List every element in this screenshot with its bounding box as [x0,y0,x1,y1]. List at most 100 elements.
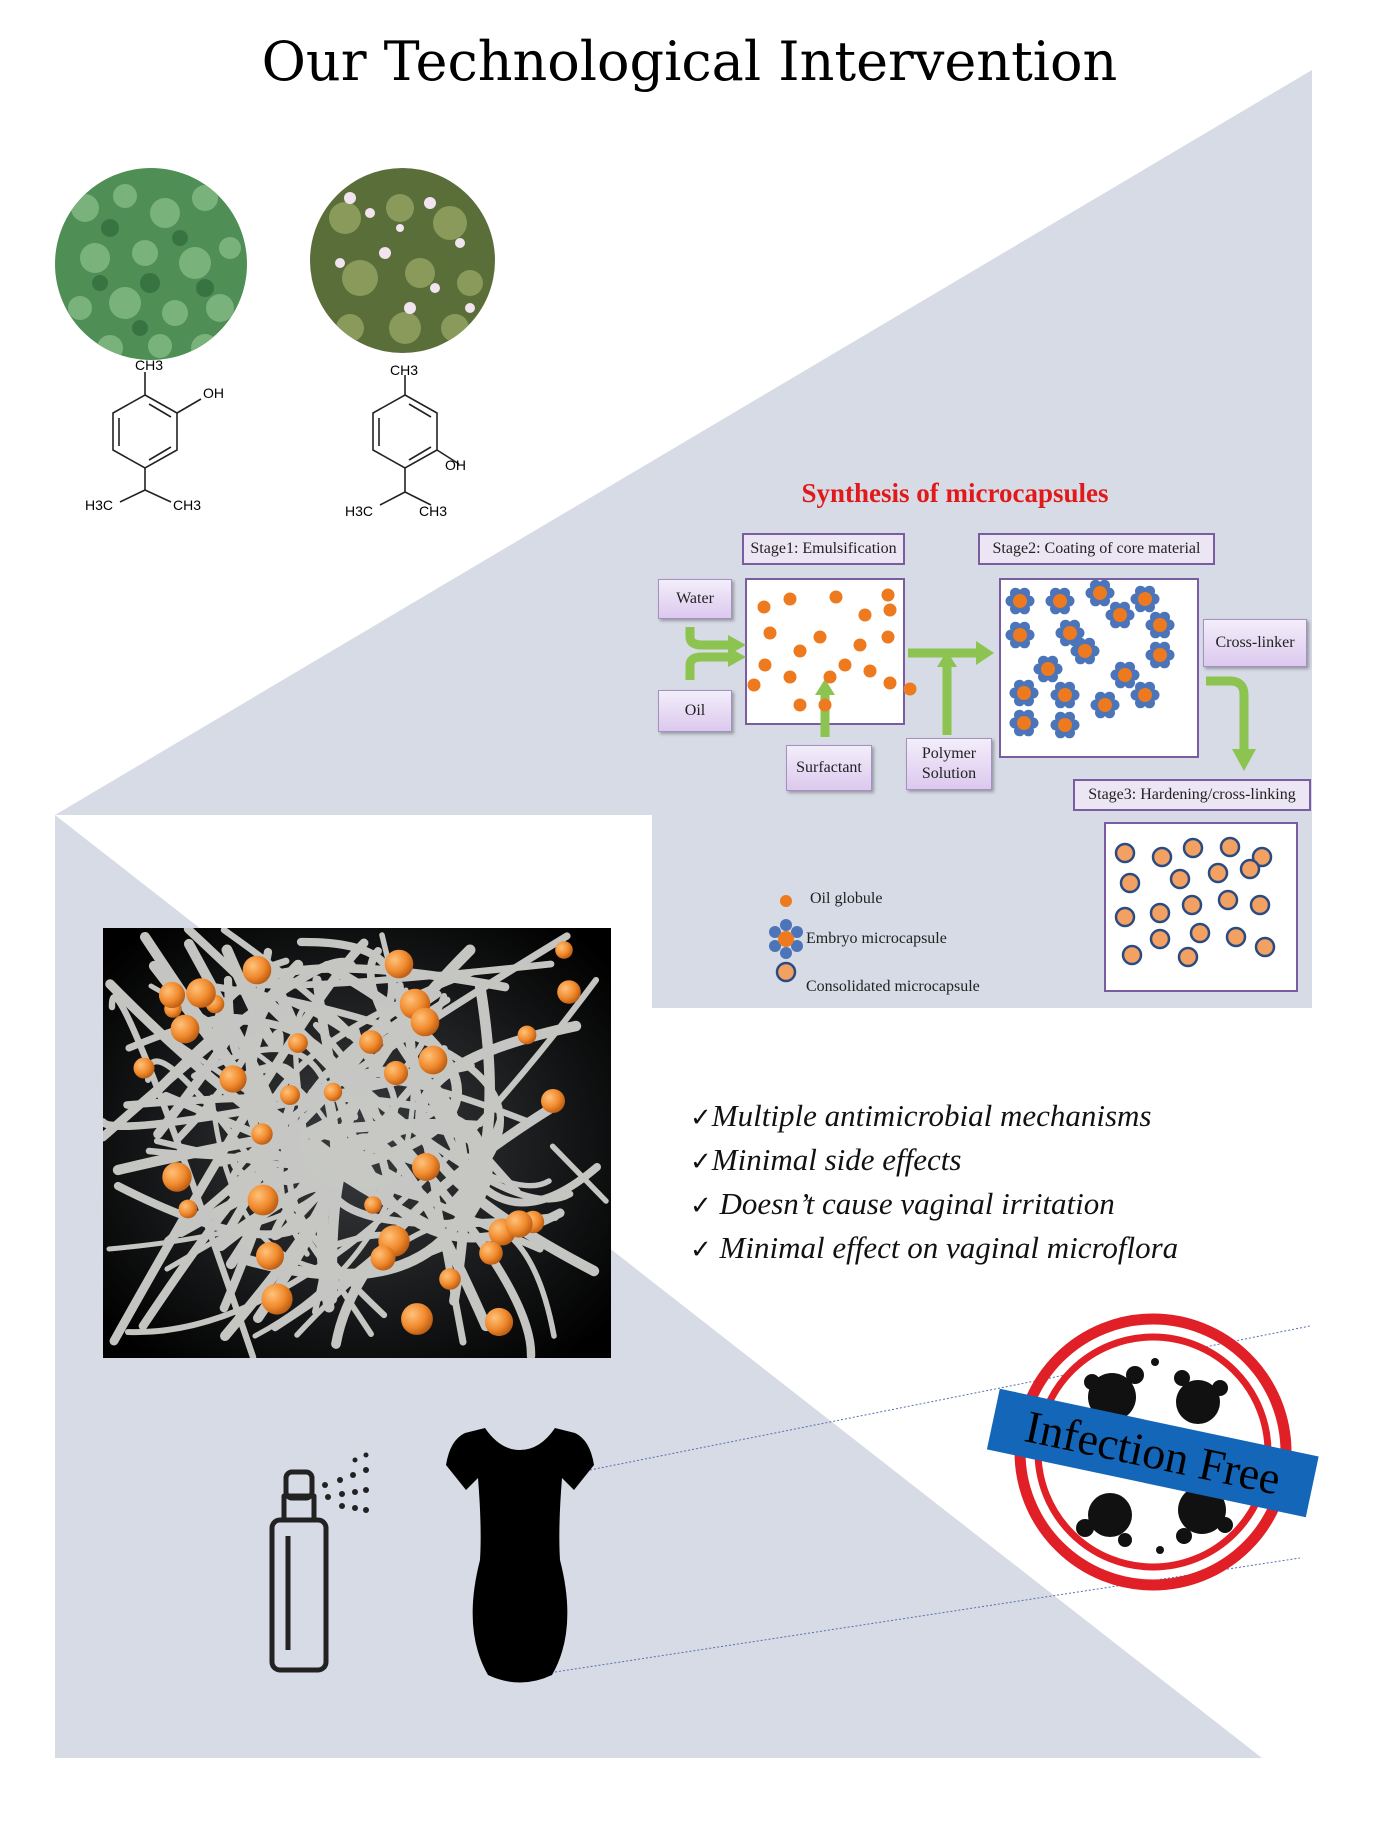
core [1138,688,1152,702]
legend-consolidated-symbol [775,961,797,983]
microcapsule-sphere [412,1153,440,1181]
embryo-microcapsule [1130,585,1160,613]
legend-oil-label: Oil globule [810,890,883,907]
embryo-microcapsule [1005,587,1035,615]
core [1013,594,1027,608]
fiber [124,976,600,1336]
right-methyl-label: CH3 [173,497,201,513]
right-methyl-label: CH3 [419,503,447,519]
consolidated-microcapsules-group [1114,836,1276,968]
oil-arrow [685,652,730,680]
consolidated-microcapsule [1207,862,1229,884]
infection-free-stamp: Infection Free [986,1313,1319,1591]
polymer-solution-input-box: Polymer Solution [906,738,992,790]
microcapsule-sphere [484,1307,514,1337]
microcapsule-sphere [479,1241,503,1265]
core [1118,668,1132,682]
consolidated-microcapsule [1217,889,1239,911]
stage1-label: Stage1: Emulsification [742,533,905,565]
oil-globule [853,638,867,652]
microcapsule-sphere [242,955,272,985]
consolidated-microcapsule [1219,836,1241,858]
oil-globule [881,588,895,602]
benefit-item: ✓ Minimal effect on vaginal microflora [690,1230,1179,1265]
consolidated-microcapsule [1225,926,1247,948]
consolidated-microcapsule [1181,894,1203,916]
microcapsule-sphere [370,1245,396,1271]
oil-globules-group [747,588,917,712]
fiber [324,1146,559,1228]
consolidated-microcapsule [1149,928,1171,950]
core [1063,626,1077,640]
microcapsule-sphere [323,1082,343,1102]
crosslinker-input-box: Cross-linker [1203,619,1307,667]
polymer-label-line2: Solution [921,765,977,782]
core [1041,662,1055,676]
core [1153,618,1167,632]
polymer-label-line1: Polymer [921,745,977,762]
core [1138,592,1152,606]
fiber [112,1120,493,1232]
oil-globule [863,664,877,678]
consolidated-microcapsule [1151,846,1173,868]
oil-globule [783,670,797,684]
core [1053,594,1067,608]
oil-globule [883,676,897,690]
embryo-microcapsule [1050,711,1080,739]
synthesis-diagram [685,578,1298,992]
microcapsule-sphere [256,1242,284,1270]
consolidated-microcapsule [1119,872,1141,894]
oil-globule [823,670,837,684]
nanofiber-microcapsule-image [103,928,611,1358]
embryo-microcapsule [1045,587,1075,615]
synthesis-title: Synthesis of microcapsules [801,478,1109,508]
fiber [265,967,297,1023]
benefit-item: ✓Multiple antimicrobial mechanisms [690,1098,1152,1133]
methyl-label: CH3 [135,357,163,373]
embryo-microcapsule [1009,709,1039,737]
stage2-label: Stage2: Coating of core material [978,533,1215,565]
microcapsule-sphere [158,981,186,1009]
consolidated-microcapsule [1169,868,1191,890]
page-title: Our Technological Intervention [261,30,1118,93]
microcapsule-sphere [505,1210,533,1238]
left-methyl-label: H3C [345,503,373,519]
legend-embryo-label: Embryo microcapsule [806,930,947,947]
microcapsule-sphere [251,1123,273,1145]
oil-globule [758,658,772,672]
legend-embryo-symbol [769,919,803,959]
oil-globule [881,630,895,644]
spray-bottle-icon [269,1469,329,1673]
core [1113,608,1127,622]
microcapsule-sphere [517,1025,537,1045]
microcapsule-sphere [162,1162,192,1192]
microcapsule-sphere [359,1030,383,1054]
microcapsule-sphere [261,1283,293,1315]
consolidated-microcapsule [1121,944,1143,966]
microcapsule-sphere [280,1085,300,1105]
core [1153,648,1167,662]
legend-consolidated-label: Consolidated microcapsule [806,978,980,995]
fiber [106,983,340,1252]
fiber [379,932,505,1160]
spray-mist-icon [322,1452,369,1513]
microcapsule-sphere [186,978,216,1008]
oil-globule [763,626,777,640]
consolidated-microcapsule [1254,936,1276,958]
stage3-label: Stage3: Hardening/cross-linking [1073,779,1311,811]
embryo-microcapsule [1005,621,1035,649]
thyme-photo [310,168,495,353]
microcapsule-sphere [383,1060,409,1086]
upper-triangle-panel [55,70,1312,815]
water-arrow [685,627,730,650]
legend-oil-symbol [780,895,792,907]
oil-globule [813,630,827,644]
molecule-structure-2: CH3 OH H3C CH3 [345,362,466,519]
core [1013,628,1027,642]
embryo-microcapsule [1145,641,1175,669]
embryo-microcapsule [1145,611,1175,639]
crosslinker-arrow [1206,676,1249,751]
consolidated-microcapsule [1177,946,1199,968]
molecule-structure-1: CH3 OH H3C CH3 [85,357,224,513]
core [1017,716,1031,730]
